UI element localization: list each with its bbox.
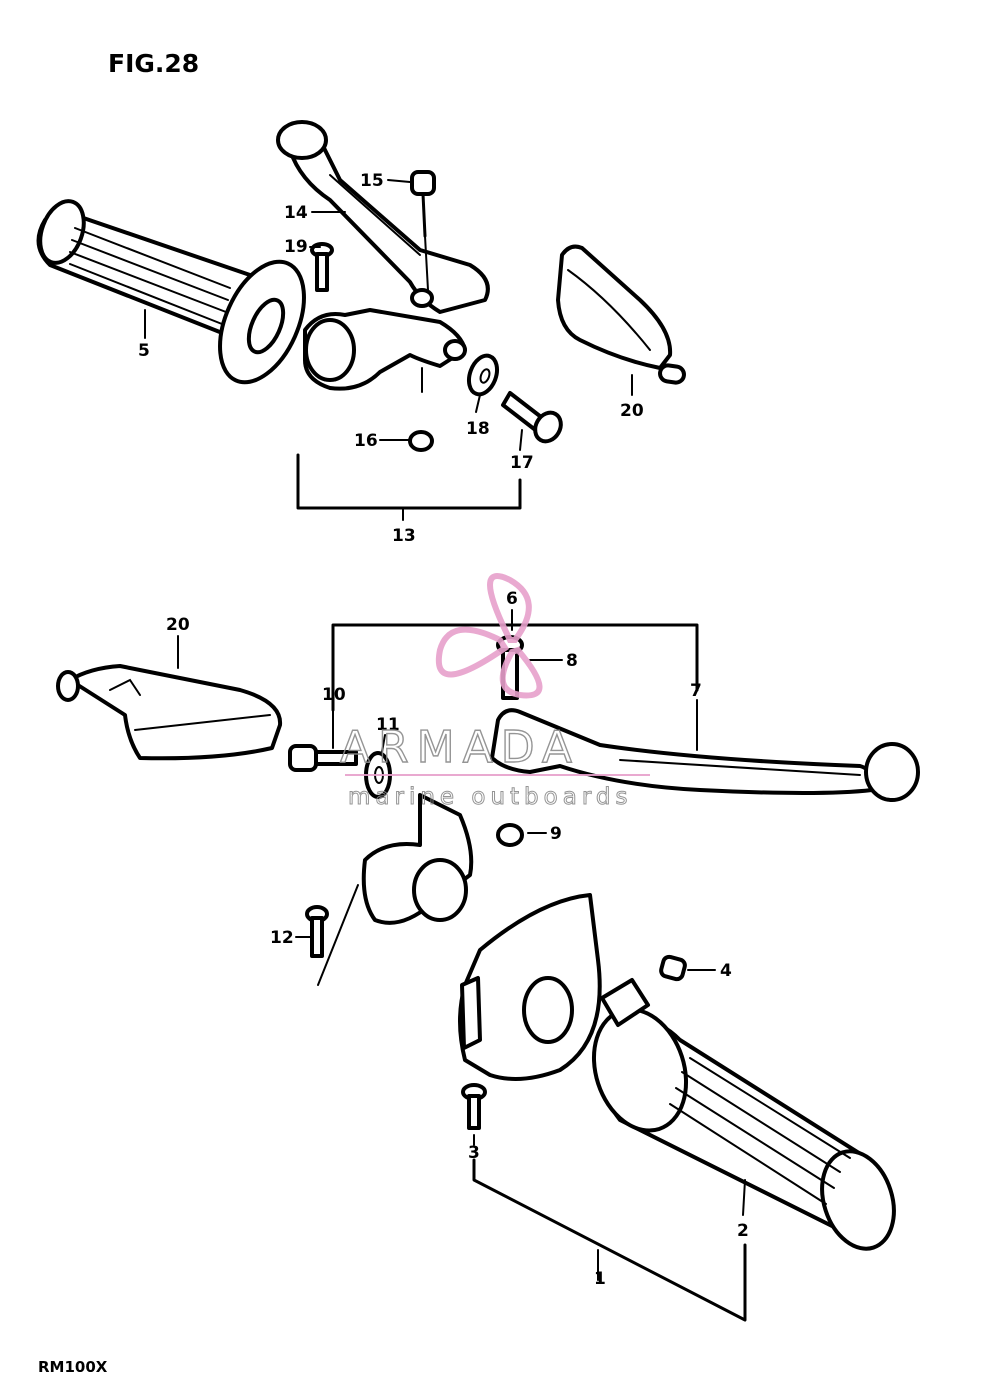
watermark-brand: ARMADA [340, 722, 580, 773]
part-brake-lever [490, 708, 920, 802]
callout-leaders-lower [177, 609, 747, 1322]
callout-14: 14 [284, 203, 308, 223]
callout-5: 5 [138, 341, 150, 361]
callout-20-upper: 20 [620, 401, 644, 421]
part-nut-16 [408, 430, 434, 452]
callout-2: 2 [737, 1221, 749, 1241]
part-screw-12 [305, 905, 329, 958]
callout-16: 16 [354, 431, 378, 451]
callout-6: 6 [506, 589, 518, 609]
propeller-logo [435, 573, 543, 699]
callout-8: 8 [566, 651, 578, 671]
part-left-grip [36, 199, 306, 385]
part-throttle-grip [591, 978, 896, 1251]
part-screw-19 [310, 242, 334, 292]
watermark-tagline: marine outboards [348, 784, 632, 810]
callout-11: 11 [376, 715, 400, 735]
part-brake-lever-holder [361, 793, 474, 925]
callout-18: 18 [466, 419, 490, 439]
callout-labels: 15 14 19 5 16 18 17 20 13 6 8 20 10 7 11… [138, 171, 749, 1289]
part-lever-pivot-bolt [410, 170, 436, 291]
part-nut-9 [496, 823, 524, 847]
part-clutch-lever-holder [303, 308, 467, 391]
callout-13: 13 [392, 526, 416, 546]
part-lever-boot-upper [556, 244, 686, 385]
callout-15: 15 [360, 171, 384, 191]
part-screw-3 [461, 1083, 487, 1130]
callout-12: 12 [270, 928, 294, 948]
callout-1: 1 [594, 1269, 606, 1289]
figure-title: FIG.28 [108, 49, 199, 78]
part-washer-18 [466, 353, 500, 397]
model-code: RM100X [38, 1358, 108, 1376]
callout-17: 17 [510, 453, 534, 473]
part-pivot-bolt-10 [288, 744, 358, 772]
callout-3: 3 [468, 1143, 480, 1163]
watermark: ARMADA marine outboards [339, 573, 650, 811]
part-clutch-lever [276, 120, 490, 314]
part-throttle-housing [458, 893, 602, 1081]
part-cable-end-4 [659, 954, 687, 982]
callout-10: 10 [322, 685, 346, 705]
part-adjuster-bolt-17 [501, 391, 563, 444]
callout-19: 19 [284, 237, 308, 257]
callout-9: 9 [550, 824, 562, 844]
callout-7: 7 [690, 681, 702, 701]
callout-leaders-upper [144, 179, 633, 521]
callout-20-lower: 20 [166, 615, 190, 635]
callout-4: 4 [720, 961, 732, 981]
part-lever-boot-lower [56, 664, 283, 761]
